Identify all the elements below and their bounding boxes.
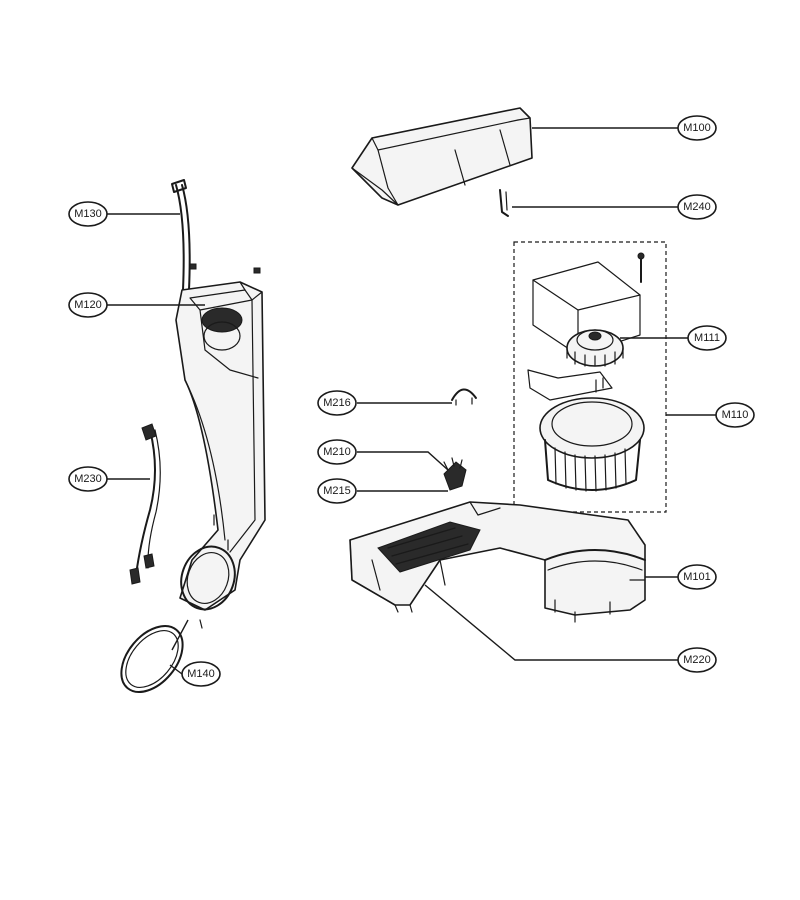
top-cover-part [351,107,533,206]
callout-m220: M220 [677,647,717,673]
callout-m216-label: M216 [323,397,351,409]
callout-m110-label: M110 [722,409,749,421]
callout-m240-label: M240 [683,201,711,213]
screw-parts [189,263,261,274]
leader-lines [107,127,716,675]
clip-part [499,189,509,217]
callout-m210-label: M210 [323,446,351,458]
connector-part [443,457,467,491]
callout-m120: M120 [68,292,108,318]
tube-part [171,179,191,291]
callout-m230-label: M230 [74,473,102,485]
callout-m215-label: M215 [323,485,351,497]
callout-m220-label: M220 [683,654,711,666]
callout-m100-label: M100 [683,122,711,134]
callout-m130-label: M130 [74,208,102,220]
callout-m140: M140 [181,661,221,687]
callout-m101-label: M101 [683,571,711,583]
callout-m230: M230 [68,466,108,492]
fan-wheel-part [566,329,624,367]
callout-m210: M210 [317,439,357,465]
bracket-part [451,388,477,406]
callout-m101: M101 [677,564,717,590]
callout-m130: M130 [68,201,108,227]
callout-m111-label: M111 [694,332,720,344]
gasket-part [120,625,184,693]
callout-m240: M240 [677,194,717,220]
duct-housing-part [175,281,266,629]
callout-m110: M110 [715,402,755,428]
callout-m111: M111 [687,325,727,351]
callout-m100: M100 [677,115,717,141]
blower-motor-part [527,369,645,492]
callout-m140-label: M140 [187,668,215,680]
callout-m216: M216 [317,390,357,416]
callout-m120-label: M120 [74,299,102,311]
wire-harness-part [129,423,161,585]
callout-m215: M215 [317,478,357,504]
blower-assembly-group [513,241,667,513]
lower-housing-part [349,501,646,623]
